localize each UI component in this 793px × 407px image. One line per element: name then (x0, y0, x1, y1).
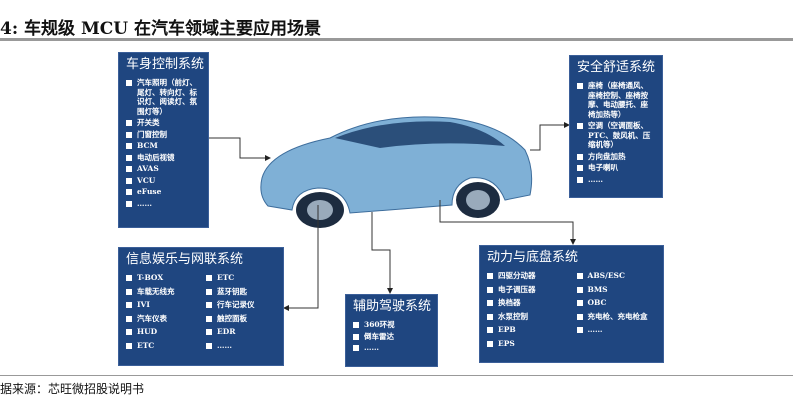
safety-comfort-box: 安全舒适系统 座椅（座椅通风、座椅控制、座椅按摩、电动腰托、座椅加热等） 空调（… (569, 55, 663, 198)
list-item: 座椅（座椅通风、座椅控制、座椅按摩、电动腰托、座椅加热等） (577, 81, 655, 119)
box-title: 安全舒适系统 (577, 60, 656, 75)
list-item: AVAS (126, 164, 201, 174)
list-item: …… (576, 325, 657, 335)
list-item: eFuse (126, 187, 201, 197)
infotainment-box: 信息娱乐与网联系统 T-BOX 车载无线充 IVI 汽车仪表 HUD ETC E… (118, 247, 284, 366)
list-item: ETC (206, 273, 276, 283)
list-item: …… (126, 199, 201, 209)
adas-box: 辅助驾驶系统 360环视 倒车雷达 …… (345, 294, 438, 367)
list-item: OBC (576, 298, 657, 308)
list-item: 空调（空调面板、PTC、鼓风机、压缩机等） (577, 121, 655, 150)
list-item: ETC (126, 341, 196, 351)
list-item: 四驱分动器 (487, 271, 567, 281)
box-title: 信息娱乐与网联系统 (126, 252, 244, 267)
list-item: 360环视 (353, 320, 430, 330)
body-control-box: 车身控制系统 汽车照明（前灯、尾灯、转向灯、标识灯、阅读灯、氛围灯等） 开关类 … (118, 52, 209, 228)
list-item: 车载无线充 (126, 287, 196, 297)
list-item: 蓝牙钥匙 (206, 287, 276, 297)
list-item: 换档器 (487, 298, 567, 308)
list-item: 门窗控制 (126, 130, 201, 140)
box-title: 动力与底盘系统 (487, 250, 579, 265)
list-item: 汽车仪表 (126, 314, 196, 324)
list-item: 行车记录仪 (206, 300, 276, 310)
car-illustration (260, 116, 533, 228)
list-item: 电子喇叭 (577, 163, 655, 173)
list-item: …… (206, 341, 276, 351)
list-item: …… (353, 343, 430, 353)
list-item: 方向盘加热 (577, 152, 655, 162)
list-item: 充电枪、充电枪盒 (576, 312, 657, 322)
list-item: IVI (126, 300, 196, 310)
list-item: 电子调压器 (487, 285, 567, 295)
list-item: 触控面板 (206, 314, 276, 324)
list-item: 电动后视镜 (126, 153, 201, 163)
title-divider (0, 38, 793, 41)
list-item: EPS (487, 339, 567, 349)
source-divider (0, 375, 793, 376)
list-item: 水泵控制 (487, 312, 567, 322)
list-item: ABS/ESC (576, 271, 657, 281)
box-title: 辅助驾驶系统 (353, 299, 432, 314)
powertrain-chassis-box: 动力与底盘系统 四驱分动器 电子调压器 换档器 水泵控制 EPB EPS ABS… (479, 245, 664, 363)
figure-title: 4: 车规级 MCU 在汽车领域主要应用场景 (0, 19, 322, 39)
list-item: 倒车雷达 (353, 332, 430, 342)
list-item: 开关类 (126, 118, 201, 128)
list-item: EPB (487, 325, 567, 335)
list-item: …… (577, 175, 655, 185)
box-title: 车身控制系统 (126, 57, 205, 72)
list-item: VCU (126, 176, 201, 186)
list-item: T-BOX (126, 273, 196, 283)
list-item: BCM (126, 141, 201, 151)
list-item: 汽车照明（前灯、尾灯、转向灯、标识灯、阅读灯、氛围灯等） (126, 78, 201, 116)
list-item: EDR (206, 327, 276, 337)
source-note: 据来源：芯旺微招股说明书 (0, 382, 145, 396)
list-item: BMS (576, 285, 657, 295)
list-item: HUD (126, 327, 196, 337)
